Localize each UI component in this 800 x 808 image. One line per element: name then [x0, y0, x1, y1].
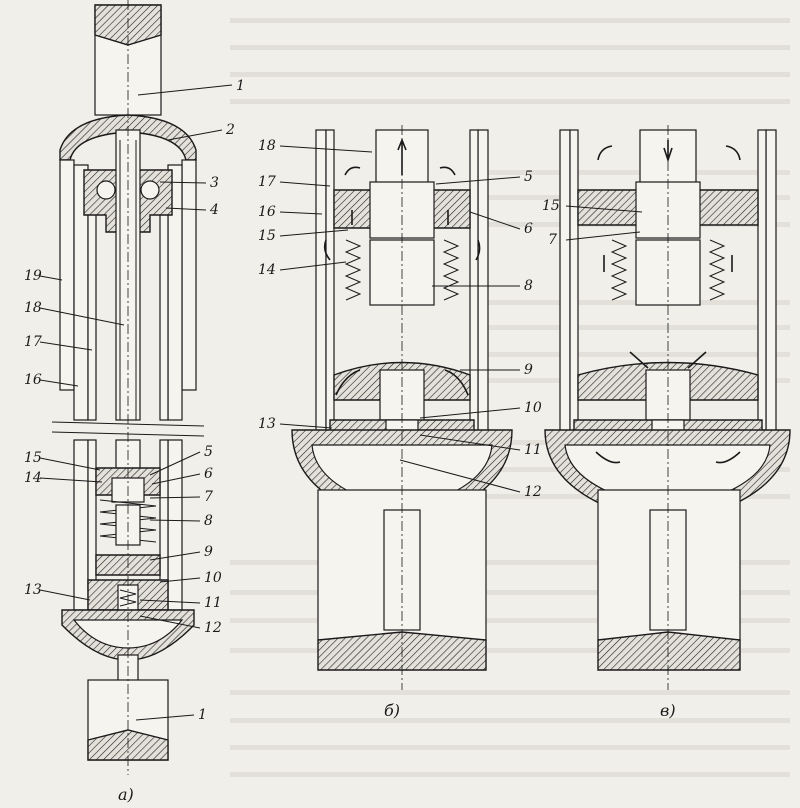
label-a-14: 14 [24, 470, 42, 486]
label-a-18: 18 [24, 300, 42, 316]
label-a-19: 19 [24, 268, 42, 284]
label-a-17: 17 [24, 334, 42, 350]
label-b-14: 14 [258, 262, 276, 278]
figure-b-rebound-stroke [291, 125, 513, 690]
figure-c-compression-stroke [544, 125, 791, 690]
label-b-9: 9 [524, 362, 533, 378]
label-a-12: 12 [204, 620, 222, 636]
label-b-12: 12 [524, 484, 542, 500]
label-a-8: 8 [204, 513, 213, 529]
label-b-15: 15 [258, 228, 276, 244]
labels-figure-b: 18 17 16 15 14 13 5 6 8 9 10 11 12 б) [258, 138, 542, 720]
label-b-5: 5 [524, 169, 533, 185]
label-a-6: 6 [204, 466, 213, 482]
label-b-17: 17 [258, 174, 276, 190]
label-b-10: 10 [524, 400, 542, 416]
label-b-6: 6 [524, 221, 533, 237]
label-b-11: 11 [524, 442, 542, 458]
label-a-13: 13 [24, 582, 42, 598]
caption-b: б) [384, 701, 400, 720]
caption-c: в) [660, 701, 676, 720]
label-a-1: 1 [236, 78, 245, 94]
label-a-2: 2 [225, 122, 235, 138]
label-a-4: 4 [209, 202, 219, 218]
label-b-16: 16 [258, 204, 276, 220]
label-a-10: 10 [204, 570, 222, 586]
label-b-8: 8 [524, 278, 533, 294]
caption-a: а) [118, 785, 134, 804]
label-a-3: 3 [210, 175, 219, 191]
label-c-7: 7 [548, 232, 557, 248]
label-a-16: 16 [24, 372, 42, 388]
label-c-15: 15 [542, 198, 560, 214]
labels-figure-c: 15 7 в) [542, 198, 676, 720]
label-a-1-bottom: 1 [198, 707, 207, 723]
label-a-15: 15 [24, 450, 42, 466]
label-b-18: 18 [258, 138, 276, 154]
figure-a-shock-absorber [51, 0, 205, 775]
label-a-11: 11 [204, 595, 222, 611]
label-a-7: 7 [204, 489, 213, 505]
label-b-13: 13 [258, 416, 276, 432]
labels-figure-a: 1 2 3 4 19 18 17 16 5 6 15 14 7 8 9 10 1… [24, 78, 245, 804]
label-a-9: 9 [204, 544, 213, 560]
label-a-5: 5 [204, 444, 213, 460]
